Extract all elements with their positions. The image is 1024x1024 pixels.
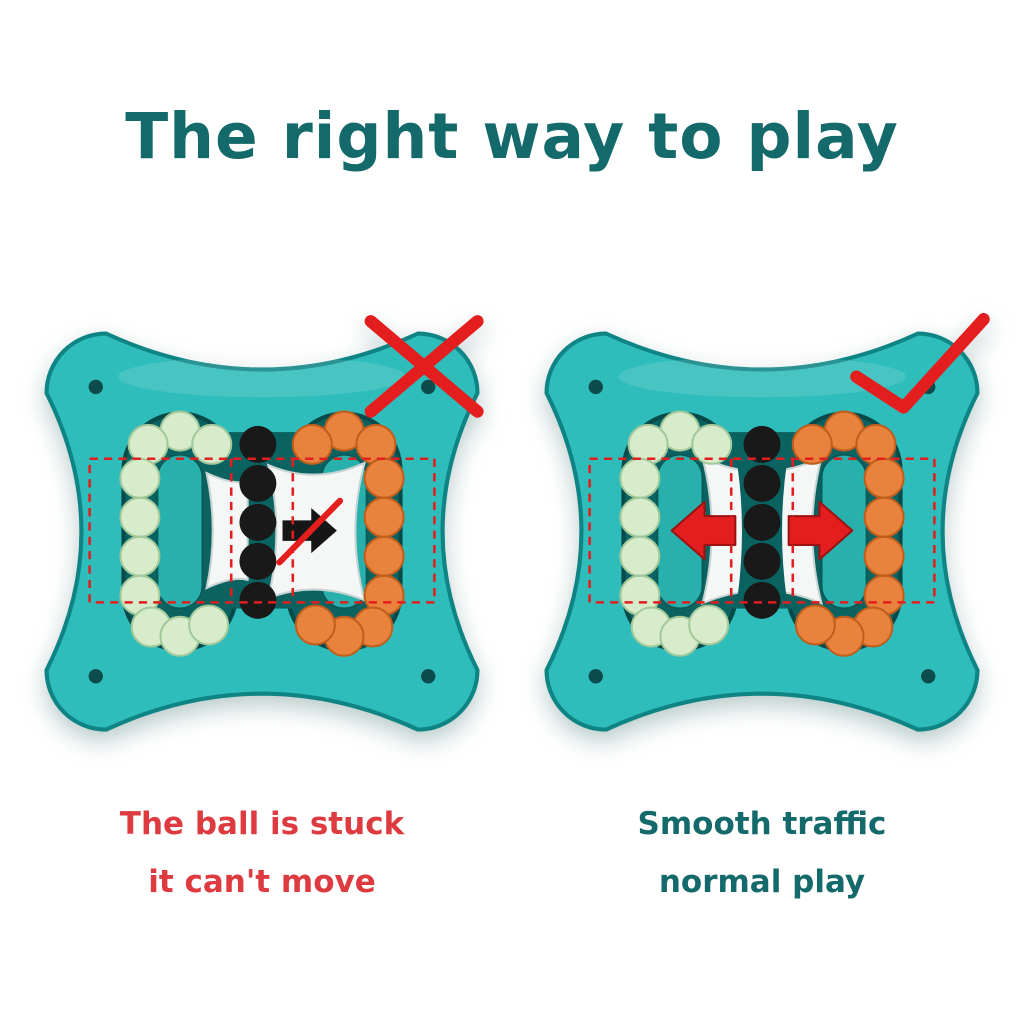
caption-line: normal play: [658, 863, 866, 900]
caption-line: Smooth traffic: [637, 806, 887, 843]
right-way-toy-image: [544, 313, 990, 732]
wrong-way-caption: The ball is stuck it can't move: [25, 796, 499, 911]
wrong-way-panel: The ball is stuck it can't move: [25, 311, 499, 911]
blocked-arrow-icon: [276, 497, 344, 566]
x-mark-icon: [364, 315, 484, 418]
caption-line: The ball is stuck: [119, 806, 405, 843]
black-beads: [239, 425, 277, 619]
mint-beads: [619, 410, 733, 657]
mint-beads: [119, 410, 233, 657]
right-way-caption: Smooth traffic normal play: [525, 796, 999, 911]
right-way-panel: Smooth traffic normal play: [525, 311, 999, 911]
caption-line: it can't move: [148, 863, 376, 900]
check-mark-icon: [850, 313, 990, 414]
orange-beads: [791, 410, 905, 657]
screws: [88, 379, 436, 684]
black-beads: [743, 425, 781, 619]
right-arrow-icon: [787, 500, 854, 561]
left-right-arrows-icon: [670, 500, 854, 561]
page-title: The right way to play: [125, 100, 899, 173]
wrong-way-toy-image: [44, 315, 484, 732]
orange-beads: [291, 410, 405, 657]
left-arrow-icon: [670, 500, 737, 561]
comparison-panels: The ball is stuck it can't move: [0, 311, 1024, 911]
